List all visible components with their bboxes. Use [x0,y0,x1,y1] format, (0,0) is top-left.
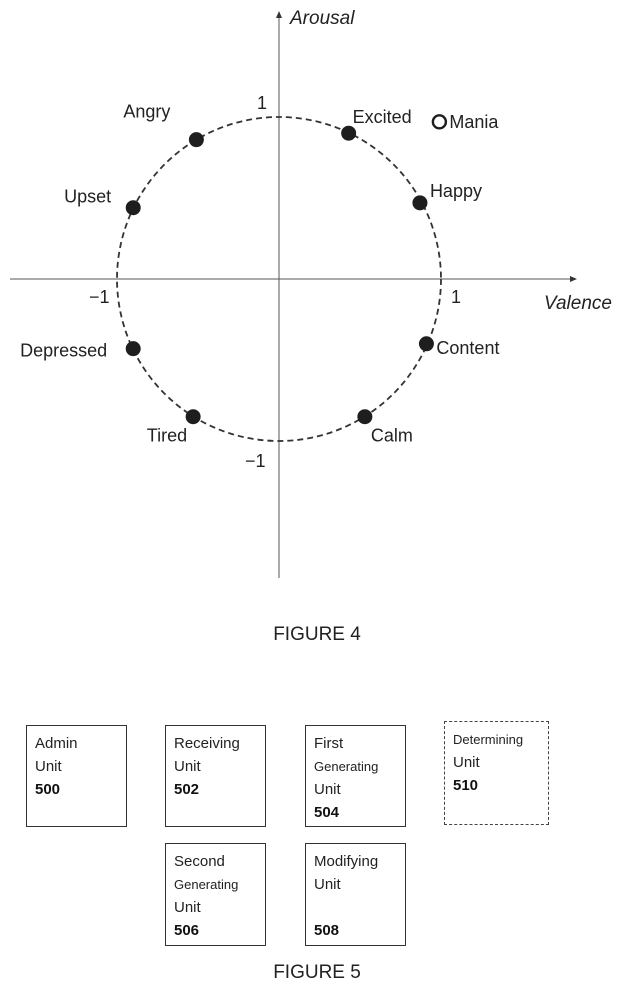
point-label-mania: Mania [449,112,499,132]
unit-label-line: Unit [35,758,62,775]
tick-labels: −1 1 1 −1 [89,93,461,471]
point-upset [125,200,141,216]
unit-label-line: Generating [174,877,239,892]
unit-circle [116,116,442,442]
unit-label-line: Admin [35,735,78,752]
point-excited [341,125,357,141]
point-mania [431,114,448,130]
point-content [418,336,434,352]
point-tired [185,409,201,425]
x-tick-label: 1 [451,287,461,307]
point-label-excited: Excited [353,107,412,127]
unit-label-line: Modifying [314,853,379,870]
unit-spacer [314,896,397,919]
point-depressed [125,341,141,357]
figure-4-caption: FIGURE 4 [273,624,361,645]
y-axis-label: Arousal [289,8,355,29]
unit-label-line: Unit [174,899,201,916]
point-label-upset: Upset [64,187,111,207]
point-label-depressed: Depressed [20,341,107,361]
unit-number: 506 [174,922,200,939]
unit-number: 510 [453,777,479,794]
point-label-happy: Happy [430,181,482,201]
unit-label-line: Receiving [174,735,240,752]
y-tick-label: 1 [257,93,267,113]
x-tick-label: −1 [89,287,110,307]
point-happy [412,195,428,211]
point-label-content: Content [436,338,499,358]
circumplex-diagram: Arousal Valence −1 1 1 −1 ExcitedHappyConte… [10,8,612,578]
point-label-calm: Calm [371,426,413,446]
figure-5-caption: FIGURE 5 [273,962,361,983]
x-axis-label: Valence [544,293,612,314]
y-tick-label: −1 [245,451,266,471]
unit-number: 508 [314,922,340,939]
unit-label-line: Unit [453,754,480,771]
unit-number: 504 [314,804,340,821]
unit-number: 500 [35,781,61,798]
unit-label-line: Unit [314,876,341,893]
unit-label-line: First [314,735,344,752]
point-angry [188,132,204,148]
point-calm [357,409,373,425]
unit-label-line: Unit [174,758,201,775]
unit-number: 502 [174,781,200,798]
unit-label-line: Generating [314,759,379,774]
unit-label-line: Unit [314,781,341,798]
unit-label-line: Determining [453,732,524,747]
point-label-tired: Tired [147,426,187,446]
unit-label-line: Second [174,853,225,870]
point-label-angry: Angry [123,102,170,122]
